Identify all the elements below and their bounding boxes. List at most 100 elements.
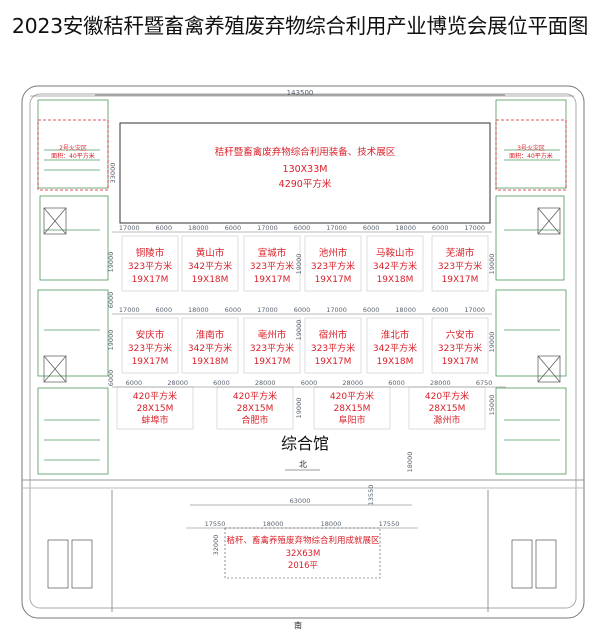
dimension-label: 6000 xyxy=(432,224,449,232)
booth-area: 342平方米 xyxy=(373,260,417,272)
booth-area: 342平方米 xyxy=(373,342,417,354)
dimension-label: 18000 xyxy=(395,306,416,314)
vertical-left-dim-3: 19000 xyxy=(107,330,115,351)
vertical-right-dim-3: 15000 xyxy=(488,395,496,416)
achievement-zone xyxy=(224,527,381,579)
dimension-label: 18000 xyxy=(263,520,284,528)
booth-city: 淮南市 xyxy=(196,329,225,341)
dimension-label: 17000 xyxy=(464,224,485,232)
vertical-right-dim-1: 19000 xyxy=(488,254,496,275)
dimension-label: 17000 xyxy=(119,224,140,232)
dimension-label: 17000 xyxy=(326,224,347,232)
dimension-label: 6000 xyxy=(156,306,173,314)
booth-area: 420平方米 xyxy=(233,390,277,402)
booth-row-1: 铜陵市323平方米19X17M黄山市342平方米19X18M宣城市323平方米1… xyxy=(121,235,489,292)
booth-city: 合肥市 xyxy=(241,414,268,426)
dimension-label: 17000 xyxy=(257,224,278,232)
booth-size: 28X15M xyxy=(429,404,466,414)
booth-box xyxy=(121,235,179,292)
dimension-label: 6000 xyxy=(126,379,143,387)
fire-zone-left-line2: 面积：40平方米 xyxy=(51,152,95,160)
achievement-depth-dim: 32000 xyxy=(212,535,220,556)
booth-city: 安庆市 xyxy=(136,329,165,341)
booth-city: 芜湖市 xyxy=(446,247,475,259)
booth-size: 19X17M xyxy=(315,357,352,367)
booth-area: 323平方米 xyxy=(128,260,172,272)
vertical-left-dim-4: 6000 xyxy=(107,370,115,387)
dimension-label: 18000 xyxy=(188,224,209,232)
booth-box xyxy=(181,317,239,374)
dimension-label: 6000 xyxy=(301,379,318,387)
booth-size: 28X15M xyxy=(237,404,274,414)
booth-box xyxy=(181,235,239,292)
achievement-zone-area: 2016平 xyxy=(288,561,319,571)
dimension-label: 17000 xyxy=(119,306,140,314)
fire-zone-left-line1: 2号火灾区 xyxy=(59,144,87,152)
booth-city: 黄山市 xyxy=(196,247,225,259)
dimension-label: 17550 xyxy=(379,520,400,528)
dimension-label: 6000 xyxy=(225,224,242,232)
booth-size: 28X15M xyxy=(137,404,174,414)
achievement-width-dim: 63000 xyxy=(290,497,311,505)
achievement-zone-title: 秸秆、畜禽养殖废弃物综合利用成就展区 xyxy=(226,535,380,546)
booth-size: 19X17M xyxy=(442,275,479,285)
fire-zone-boxes xyxy=(37,119,567,191)
vertical-left-dim-2: 6000 xyxy=(107,292,115,309)
dimension-label: 6000 xyxy=(432,306,449,314)
booth-size: 19X18M xyxy=(192,275,229,285)
dimension-label: 6000 xyxy=(156,224,173,232)
vertical-left-dim-1: 19000 xyxy=(107,252,115,273)
dimension-label: 6000 xyxy=(363,306,380,314)
stair-blocks xyxy=(43,207,561,589)
booth-city: 滁州市 xyxy=(433,414,460,426)
booth-size: 28X15M xyxy=(334,404,371,414)
dimension-label: 17550 xyxy=(205,520,226,528)
booth-area: 323平方米 xyxy=(311,342,355,354)
dimension-label: 6000 xyxy=(294,306,311,314)
booth-area: 323平方米 xyxy=(438,260,482,272)
achievement-side-dim: 13550 xyxy=(367,485,375,506)
booth-city: 亳州市 xyxy=(258,329,287,341)
booth-area: 342平方米 xyxy=(188,260,232,272)
booth-size: 19X17M xyxy=(254,357,291,367)
booth-size: 19X17M xyxy=(254,275,291,285)
booth-city: 蚌埠市 xyxy=(141,414,168,426)
booth-area: 323平方米 xyxy=(128,342,172,354)
dimension-label: 18000 xyxy=(188,306,209,314)
dimension-label: 28000 xyxy=(255,379,276,387)
floor-plan: 2号火灾区 面积：40平方米 3号火灾区 面积：40平方米 143500 秸秆暨… xyxy=(21,85,585,630)
booth-size: 19X18M xyxy=(377,357,414,367)
booth-area: 323平方米 xyxy=(438,342,482,354)
booth-size: 19X18M xyxy=(192,357,229,367)
dimension-label: 28000 xyxy=(430,379,451,387)
booth-area: 323平方米 xyxy=(250,260,294,272)
booth-city: 六安市 xyxy=(446,329,475,341)
dimension-label: 28000 xyxy=(342,379,363,387)
dimension-label: 17000 xyxy=(257,306,278,314)
booth-city: 马鞍山市 xyxy=(376,247,415,259)
north-label: 北 xyxy=(299,460,307,469)
booth-area: 323平方米 xyxy=(250,342,294,354)
booth-area: 420平方米 xyxy=(330,390,374,402)
page-title: 2023安徽秸秆暨畜禽养殖废弃物综合利用产业博览会展位平面图 xyxy=(11,14,589,38)
fire-zone-right-line1: 3号火灾区 xyxy=(517,144,545,152)
dimension-label: 6000 xyxy=(213,379,230,387)
building-outline xyxy=(21,85,585,619)
main-zone-size: 130X33M xyxy=(283,164,328,175)
dimension-row-middle: 17000 6000 18000 6000 17000 6000 17000 6000 1800… xyxy=(112,306,492,315)
booth-area: 420平方米 xyxy=(133,390,177,402)
vertical-right-dim-2: 19000 xyxy=(488,332,496,353)
booth-box xyxy=(243,317,301,374)
booth-box xyxy=(366,235,424,292)
booth-size: 19X17M xyxy=(315,275,352,285)
dimension-label: 17000 xyxy=(326,306,347,314)
booth-city: 淮北市 xyxy=(381,329,410,341)
booth-box xyxy=(304,235,362,292)
booth-area: 342平方米 xyxy=(188,342,232,354)
booth-box xyxy=(304,317,362,374)
main-zone-area: 4290平方米 xyxy=(279,178,332,190)
booth-city: 池州市 xyxy=(319,247,348,259)
main-zone-title: 秸秆暨畜禽废弃物综合利用装备、技术展区 xyxy=(215,146,396,158)
